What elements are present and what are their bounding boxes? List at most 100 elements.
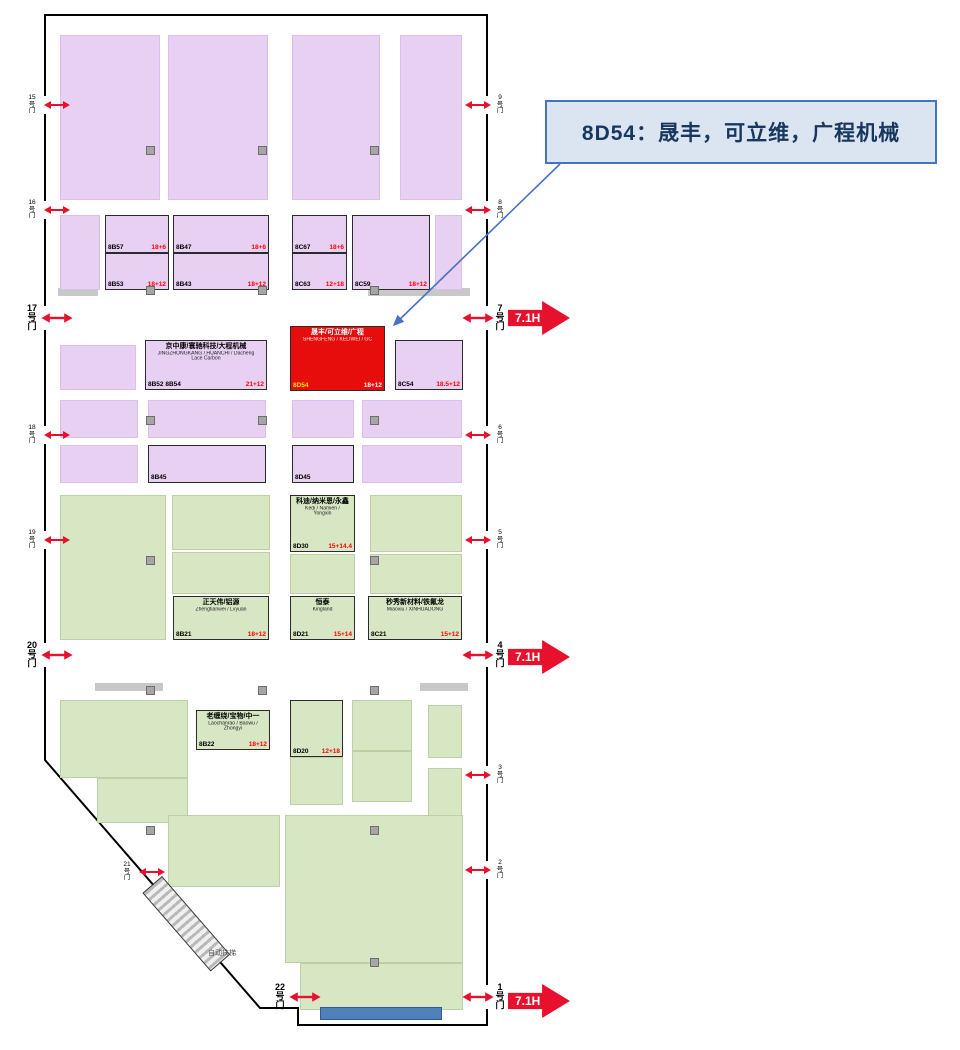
pillar xyxy=(146,286,155,295)
booth-number: 8D21 xyxy=(293,631,309,638)
pillar xyxy=(258,686,267,695)
booth-size: 15+14 xyxy=(333,631,352,638)
booth-number: 8C59 xyxy=(355,281,371,288)
booth-info-row: 8C67 18+6 xyxy=(293,244,346,252)
booth-number: 8B22 xyxy=(199,741,215,748)
door-double-arrow-icon xyxy=(44,431,70,439)
booth-info-row: 8C54 18.5+12 xyxy=(396,381,462,389)
booth-info-row: 8B45 xyxy=(149,474,265,482)
door-double-arrow-icon xyxy=(465,771,491,779)
booth xyxy=(290,554,355,594)
booth-name-cn: 老缠绕/宝物/中一 xyxy=(206,713,260,720)
booth-size: 18+12 xyxy=(247,281,266,288)
door-double-arrow-icon xyxy=(41,313,73,323)
booth-number: 8D45 xyxy=(295,474,311,481)
booth-number: 8D20 xyxy=(293,748,309,755)
booth-number: 8B57 xyxy=(108,244,124,251)
wall-strip xyxy=(58,288,98,296)
booth-number: 8B53 xyxy=(108,281,124,288)
hall-arrow-7-1h: 7.1H xyxy=(508,640,570,674)
booth-number: 8B47 xyxy=(176,244,192,251)
booth-size: 18.5+12 xyxy=(436,381,460,388)
booth-size: 15+12 xyxy=(440,631,459,638)
booth xyxy=(60,215,100,290)
booth-info-row: 8D45 xyxy=(293,474,353,482)
door-double-arrow-icon xyxy=(465,536,491,544)
booth-number: 8C54 xyxy=(398,381,414,388)
booth xyxy=(300,963,463,1010)
booth xyxy=(172,495,270,550)
booth-name-cn: 京中康/寰驰科技/大程机械 xyxy=(165,343,247,350)
door-double-arrow-icon xyxy=(462,650,494,660)
booth-name-en: Kingland xyxy=(312,607,333,613)
pillar xyxy=(370,826,379,835)
door-double-arrow-icon xyxy=(465,431,491,439)
booth-number: 8C67 xyxy=(295,244,311,251)
escalator-label: 自动扶梯 xyxy=(208,950,236,957)
booth xyxy=(352,700,412,751)
booth-size: 21+12 xyxy=(245,381,264,388)
door-double-arrow-icon xyxy=(465,101,491,109)
booth xyxy=(285,815,463,963)
booth-size: 18+6 xyxy=(329,244,344,251)
booth-number: 8B21 xyxy=(176,631,192,638)
door-double-arrow-icon xyxy=(465,866,491,874)
booth-name-en: JINGZHONGKANG / HUANCHI / Dacheng Lace C… xyxy=(157,351,255,362)
hall-arrow-label: 7.1H xyxy=(515,311,541,325)
booth-number: 8C63 xyxy=(295,281,311,288)
booth xyxy=(428,705,462,758)
booth-name-en: SHENGFENG / KELIWEI / GC xyxy=(302,337,373,343)
booth xyxy=(172,552,270,594)
booth xyxy=(292,400,354,438)
door-double-arrow-icon xyxy=(289,992,321,1002)
pillar xyxy=(146,416,155,425)
booth xyxy=(60,495,166,640)
pillar xyxy=(146,556,155,565)
pillar xyxy=(370,286,379,295)
booth-info-row: 8C21 15+12 xyxy=(369,631,461,639)
wall-strip xyxy=(95,683,163,691)
booth xyxy=(60,445,138,483)
booth xyxy=(168,35,268,200)
booth-name-cn: 晟丰/可立维/广程 xyxy=(311,329,364,336)
pillar xyxy=(370,686,379,695)
booth-number: 8C21 xyxy=(371,631,387,638)
booth-name-en: Laochanrao / Baowu / Zhongyi xyxy=(208,721,258,732)
hall-arrow-7-1h: 7.1H xyxy=(508,301,570,335)
booth-name-en: Kedi / Namien / Yongxin xyxy=(305,506,340,517)
booth xyxy=(60,700,188,778)
booth-name-cn: 正天伟/铝源 xyxy=(202,599,240,606)
booth-name-cn: 科迪/纳米恩/永鑫 xyxy=(296,498,349,505)
door-double-arrow-icon xyxy=(44,101,70,109)
booth xyxy=(148,400,266,438)
pillar xyxy=(258,146,267,155)
pillar xyxy=(370,416,379,425)
booth xyxy=(60,400,138,438)
booth xyxy=(60,35,160,200)
